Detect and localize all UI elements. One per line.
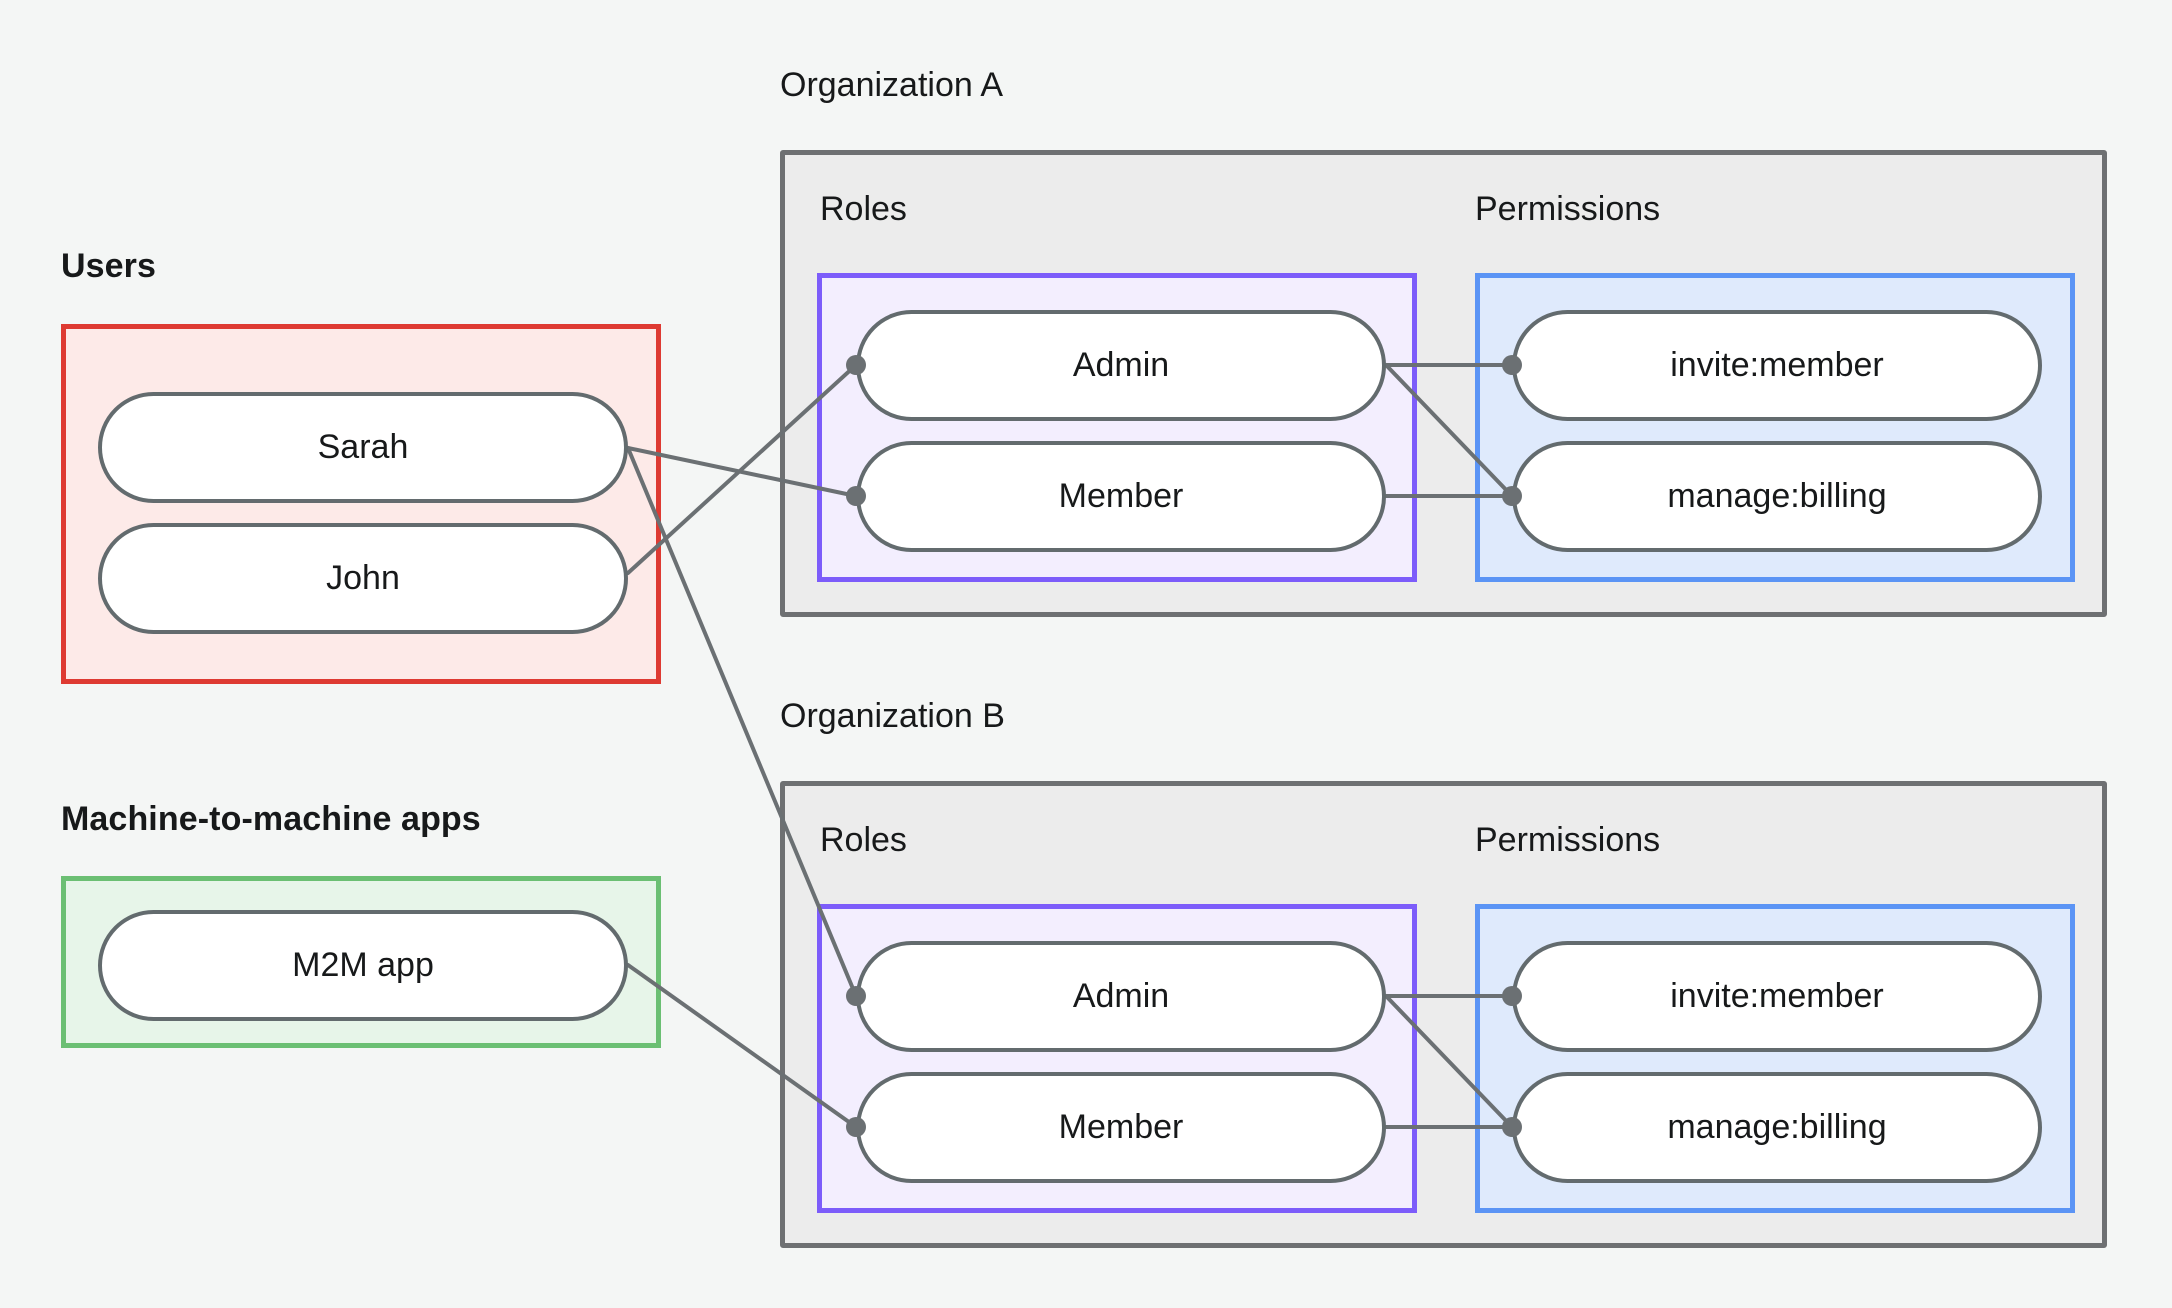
users-section-title: Users (61, 247, 157, 285)
anchor-dot-orgb-invite-left (1502, 986, 1522, 1006)
organization-a-title: Organization A (780, 66, 1004, 104)
organization-b-title: Organization B (780, 697, 1005, 735)
organization-b-permissions-title: Permissions (1475, 821, 1661, 859)
node-orga-role-member[interactable]: Member (856, 441, 1386, 552)
node-orgb-permission-invite-member[interactable]: invite:member (1512, 941, 2042, 1052)
node-m2m-app[interactable]: M2M app (98, 910, 628, 1021)
node-orga-permission-manage-billing[interactable]: manage:billing (1512, 441, 2042, 552)
anchor-dot-orgb-member-left (846, 1117, 866, 1137)
anchor-dot-orga-admin-left (846, 355, 866, 375)
m2m-section-title: Machine-to-machine apps (61, 800, 481, 838)
node-user-john[interactable]: John (98, 523, 628, 634)
node-user-sarah[interactable]: Sarah (98, 392, 628, 503)
organization-b-roles-title: Roles (820, 821, 907, 859)
node-orgb-role-admin[interactable]: Admin (856, 941, 1386, 1052)
anchor-dot-orgb-admin-left (846, 986, 866, 1006)
node-orga-role-admin[interactable]: Admin (856, 310, 1386, 421)
node-orga-permission-invite-member[interactable]: invite:member (1512, 310, 2042, 421)
anchor-dot-orga-member-left (846, 486, 866, 506)
organization-a-roles-title: Roles (820, 190, 907, 228)
anchor-dot-orga-invite-left (1502, 355, 1522, 375)
anchor-dot-orgb-billing-left (1502, 1117, 1522, 1137)
node-orgb-role-member[interactable]: Member (856, 1072, 1386, 1183)
organization-a-permissions-title: Permissions (1475, 190, 1661, 228)
anchor-dot-orga-billing-left (1502, 486, 1522, 506)
node-orgb-permission-manage-billing[interactable]: manage:billing (1512, 1072, 2042, 1183)
